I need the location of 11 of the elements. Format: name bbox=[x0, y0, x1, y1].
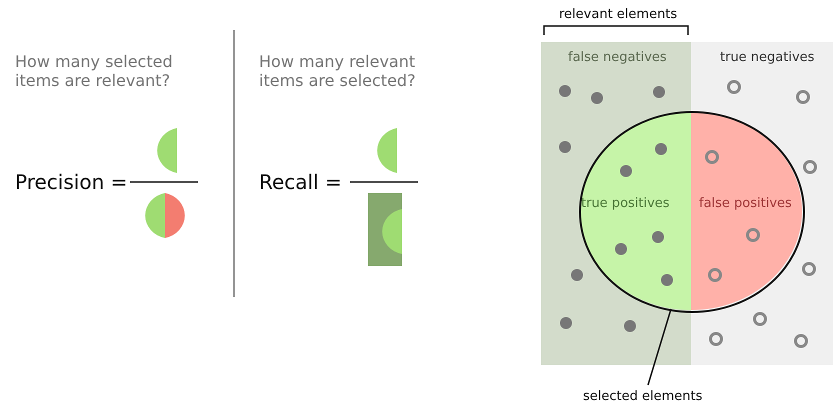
region-label: false negatives bbox=[568, 50, 667, 65]
question-text: How many relevant items are selected? bbox=[259, 52, 417, 90]
leader-line bbox=[647, 308, 672, 386]
region-label: false positives bbox=[699, 196, 792, 211]
selected-elements-label: selected elements bbox=[583, 389, 702, 404]
region-label: true positives bbox=[581, 196, 670, 211]
region-label: true negatives bbox=[720, 50, 814, 65]
question-text: How many selected items are relevant? bbox=[15, 52, 174, 90]
bracket-label: relevant elements bbox=[559, 7, 678, 22]
formula-text: Precision = bbox=[15, 170, 128, 194]
formula-text: Recall = bbox=[259, 170, 342, 194]
